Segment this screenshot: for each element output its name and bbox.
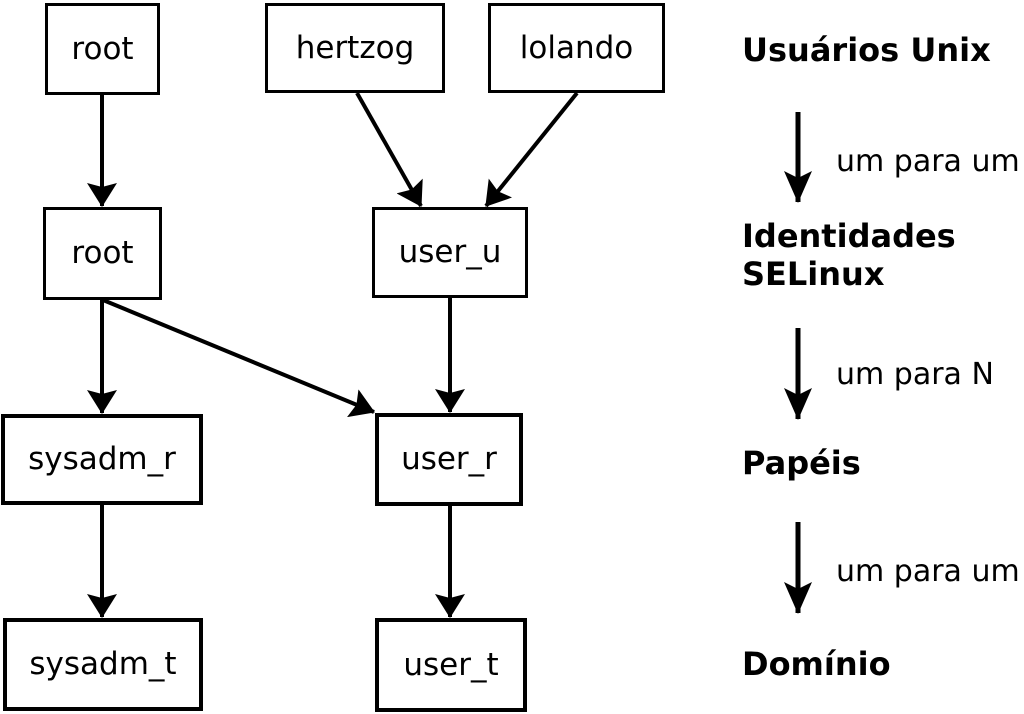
legend-rel-one-to-n: um para N (836, 357, 994, 392)
legend-roles: Papéis (742, 444, 861, 482)
node-user-u: user_u (372, 207, 528, 298)
node-user-t: user_t (375, 618, 527, 712)
node-root-unix: root (45, 3, 160, 95)
node-sysadm-r-label: sysadm_r (28, 441, 176, 477)
legend-selinux-identities-line2: SELinux (742, 255, 885, 293)
legend-rel-one-to-one-2: um para um (836, 554, 1020, 589)
node-root-selinux: root (43, 207, 162, 300)
legend-rel-one-to-one-1: um para um (836, 144, 1020, 179)
legend-selinux-identities: Identidades SELinux (742, 217, 956, 293)
node-lolando-label: lolando (519, 29, 634, 66)
legend-unix-users: Usuários Unix (742, 31, 991, 69)
node-hertzog-label: hertzog (295, 29, 415, 66)
arrow-rootselinux-to-user-r (102, 298, 375, 418)
node-sysadm-r: sysadm_r (1, 414, 203, 505)
arrow-lolando-to-user-u (484, 91, 579, 208)
node-sysadm-t-label: sysadm_t (29, 646, 177, 682)
node-user-r: user_r (375, 413, 523, 506)
arrow-hertzog-to-user-u (355, 92, 423, 207)
node-lolando: lolando (488, 3, 665, 93)
legend-selinux-identities-line1: Identidades (742, 217, 956, 255)
node-user-t-label: user_t (403, 646, 499, 683)
node-user-r-label: user_r (401, 441, 497, 477)
node-sysadm-t: sysadm_t (3, 618, 203, 711)
node-root-unix-label: root (71, 30, 134, 67)
legend-domain: Domínio (742, 645, 891, 683)
node-user-u-label: user_u (398, 234, 502, 270)
node-root-selinux-label: root (71, 235, 134, 271)
node-hertzog: hertzog (265, 3, 445, 93)
